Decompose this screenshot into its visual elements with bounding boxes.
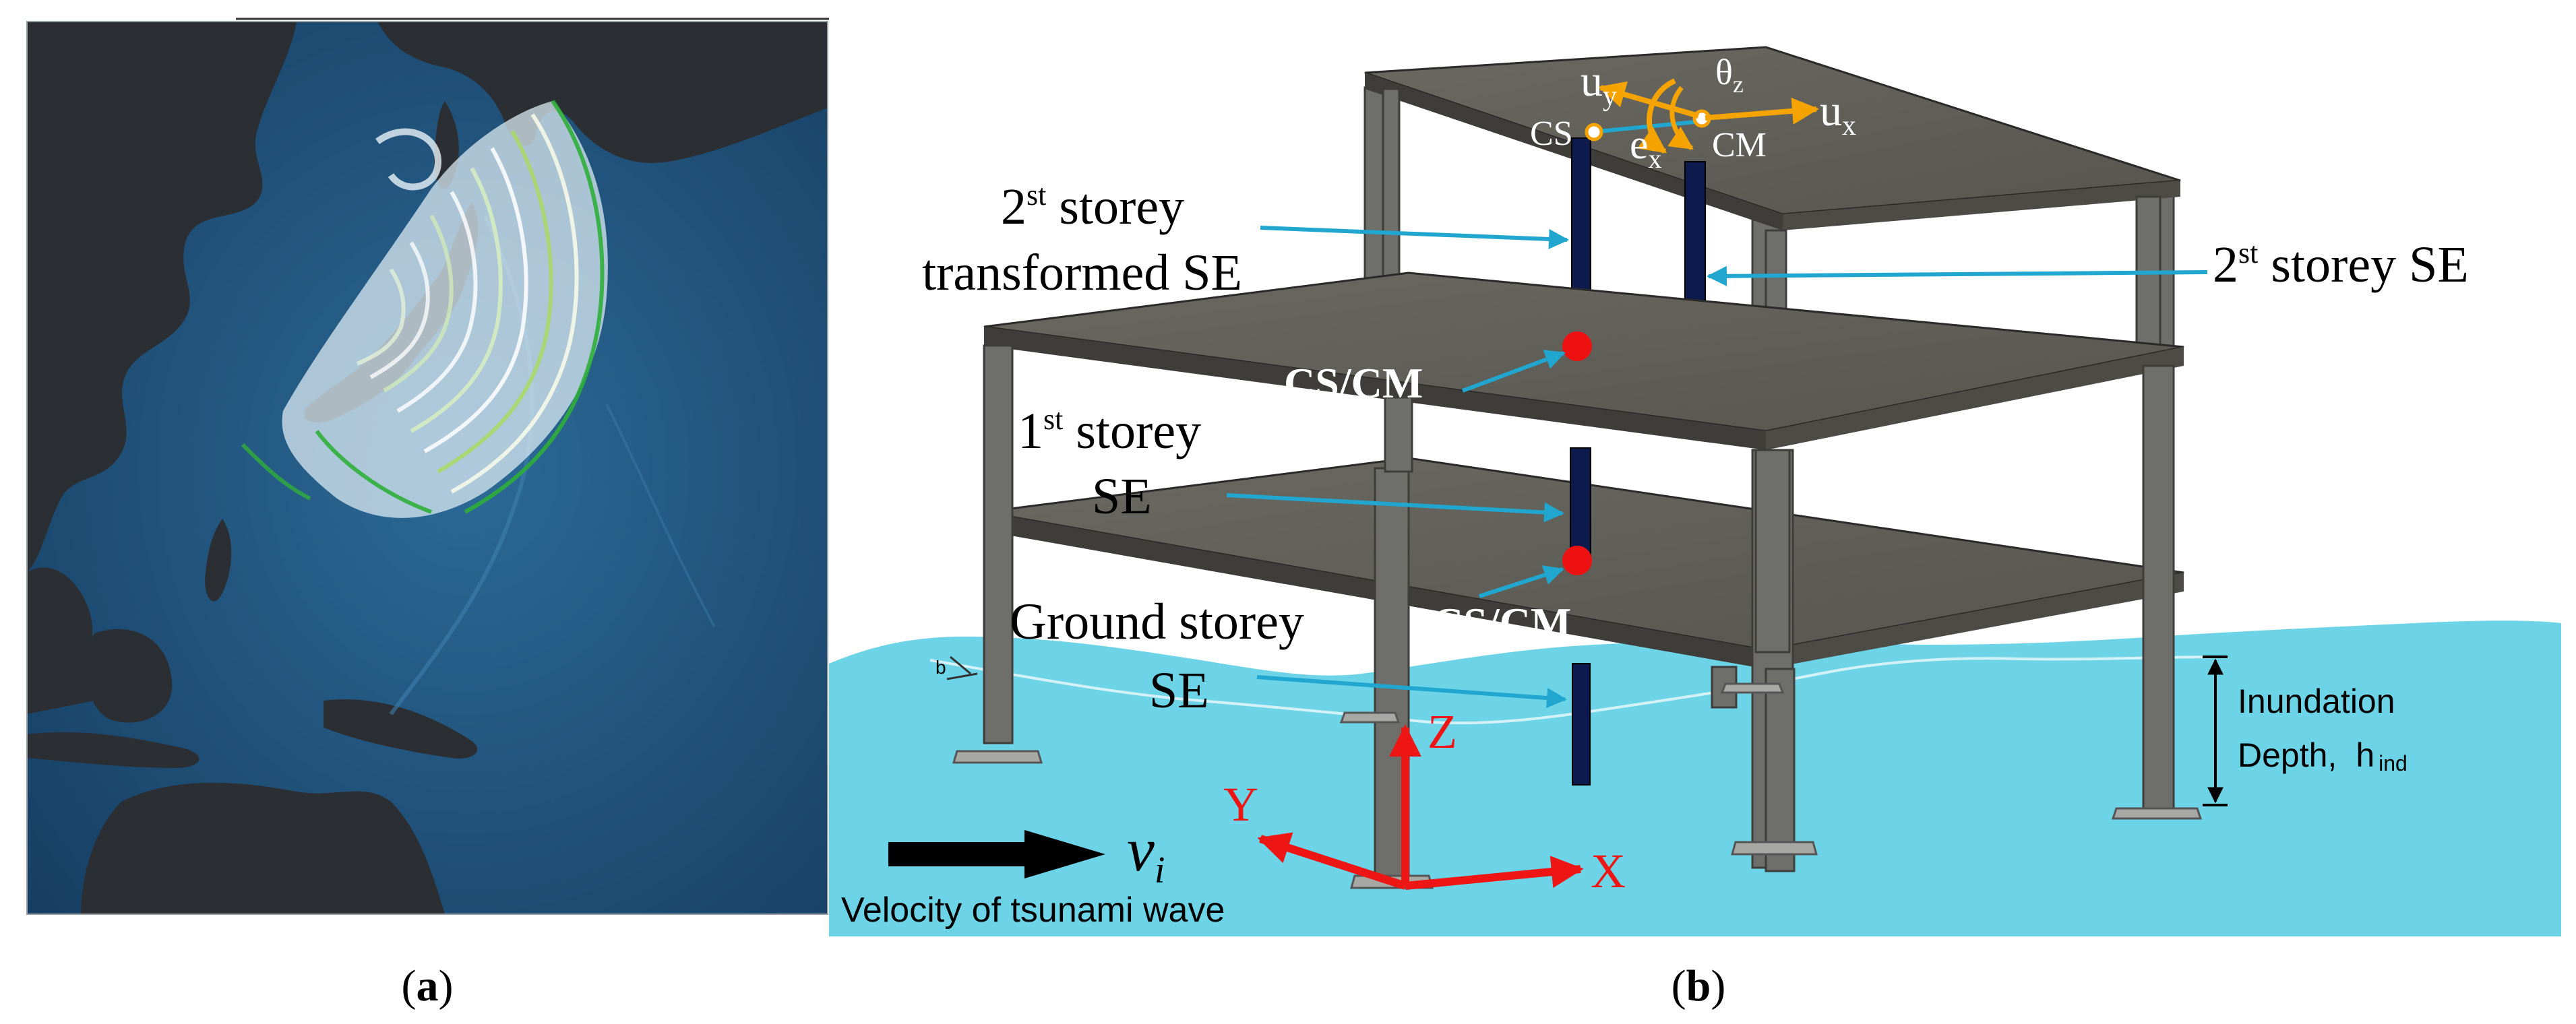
building-model-diagram: uy θz ux CS ex CM 2st storey transformed… (829, 46, 2561, 936)
label-second-storey-se: 2st storey SE (2213, 236, 2469, 293)
arrow-cs-cm-lower (1479, 565, 1564, 598)
water-surface-line (929, 655, 2225, 725)
ex-arrow (1667, 86, 1694, 150)
cs-cm-point-lower (1562, 546, 1592, 575)
b-width-marker (946, 655, 978, 680)
axis-y-arrow (1257, 832, 1407, 890)
tsunami-swirl (375, 128, 442, 191)
annotation-arrows (1226, 226, 2208, 709)
arrow-ground-storey-se (1256, 675, 1567, 709)
map-land-kamchatka (377, 22, 828, 163)
axis-z-label: Z (1428, 705, 1457, 759)
map-land-southeast-asia (27, 567, 94, 714)
top-kinematic-indicators (1585, 78, 1819, 154)
tsunami-propagation-map (27, 22, 828, 914)
tsunami-wave-crests (241, 100, 605, 514)
inundation-depth-dimension (2203, 655, 2228, 806)
uy-arrow (1598, 81, 1700, 119)
label-cs-cm-upper: CS/CM (1284, 359, 1423, 407)
map-trench-line (605, 404, 716, 627)
cs-marker (1585, 123, 1603, 141)
ux-label: ux (1820, 86, 1856, 141)
label-second-storey-transformed-line2: transformed SE (922, 245, 1242, 301)
label-ground-storey-se-line1: Ground storey (1010, 594, 1304, 650)
map-land-borneo (86, 629, 173, 723)
roof-slab (1364, 46, 2181, 230)
map-land-australia (81, 782, 445, 914)
cs-label: CS (1530, 115, 1573, 153)
velocity-caption: Velocity of tsunami wave (841, 891, 1225, 930)
middle-columns (1754, 449, 1791, 653)
velocity-symbol: vi (1127, 815, 1165, 891)
b-width-label: b (936, 657, 946, 678)
axis-x-label: X (1591, 844, 1626, 898)
panel-a-caption: (a) (402, 961, 454, 1011)
inundation-label-line1: Inundation (2238, 682, 2395, 720)
arrow-cs-cm-upper (1461, 350, 1566, 393)
map-land-indonesia (27, 732, 200, 768)
map-land-new-guinea (324, 699, 478, 759)
axis-x-arrow (1405, 856, 1584, 890)
ex-label: ex (1630, 122, 1662, 174)
axis-y-label: Y (1223, 777, 1258, 831)
velocity-arrow (888, 830, 1105, 878)
uy-label: uy (1581, 57, 1617, 112)
map-frame (26, 21, 828, 915)
label-second-storey-transformed-line1: 2st storey (1001, 179, 1184, 235)
tsunami-wave-fan (282, 101, 608, 518)
map-land-asia (27, 22, 297, 573)
ux-arrow (1705, 97, 1819, 125)
label-first-storey-se-line1: 1st storey (1018, 403, 1201, 459)
label-ground-storey-se-line2: SE (1149, 662, 1209, 719)
map-land-philippines (205, 519, 232, 602)
arrow-second-storey-se (1707, 265, 2208, 286)
tsunami-water (829, 620, 2561, 936)
label-cs-cm-lower: CS/CM (1432, 599, 1571, 647)
arrow-second-storey-transformed (1260, 226, 1569, 249)
global-axes (1257, 724, 1584, 890)
first-storey-shear-element (1570, 447, 1591, 563)
label-first-storey-se-line2: SE (1092, 468, 1152, 525)
arrow-first-storey-se (1226, 493, 1564, 523)
cs-cm-point-upper (1562, 331, 1592, 361)
ground-storey-shear-element (1572, 663, 1591, 786)
theta-z-label: θz (1715, 52, 1744, 98)
theta-z-arc (1637, 78, 1676, 154)
cm-label: CM (1712, 126, 1767, 164)
panel-b-caption: (b) (1672, 961, 1726, 1011)
